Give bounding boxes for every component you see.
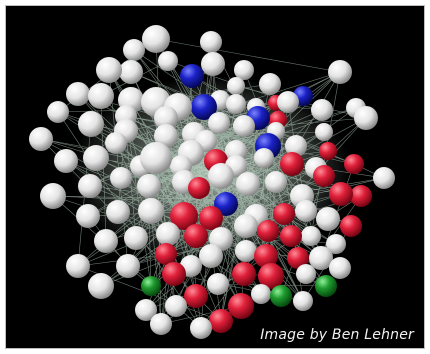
- white-node: [316, 207, 340, 231]
- red-node: [209, 309, 233, 333]
- red-node: [273, 203, 295, 225]
- white-node: [233, 115, 255, 137]
- white-node: [208, 112, 230, 134]
- white-node: [265, 171, 287, 193]
- image-credit: Image by Ben Lehner: [260, 327, 414, 343]
- white-node: [315, 123, 333, 141]
- white-node: [207, 273, 229, 295]
- red-node: [170, 202, 198, 230]
- red-node: [184, 224, 208, 248]
- red-node: [257, 220, 279, 242]
- white-node: [54, 149, 78, 173]
- white-node: [88, 83, 114, 109]
- white-node: [295, 200, 317, 222]
- white-node: [301, 226, 321, 246]
- red-node: [258, 263, 284, 289]
- red-node: [313, 165, 335, 187]
- red-node: [155, 243, 177, 265]
- white-node: [296, 264, 316, 284]
- white-node: [78, 111, 104, 137]
- node-layer: [29, 25, 395, 339]
- white-node: [328, 60, 352, 84]
- white-node: [29, 127, 53, 151]
- red-node: [228, 293, 254, 319]
- network-visualization: [29, 25, 395, 339]
- white-node: [138, 198, 164, 224]
- white-node: [154, 106, 178, 130]
- white-node: [47, 101, 69, 123]
- white-node: [66, 82, 90, 106]
- white-node: [236, 172, 260, 196]
- white-node: [137, 174, 161, 198]
- white-node: [165, 295, 187, 317]
- blue-node: [180, 64, 204, 88]
- white-node: [227, 77, 245, 95]
- red-node: [232, 262, 256, 286]
- white-node: [106, 200, 130, 224]
- white-node: [116, 254, 140, 278]
- white-node: [259, 73, 281, 95]
- network-image: Image by Ben Lehner: [5, 5, 425, 349]
- white-node: [285, 135, 307, 157]
- white-node: [135, 299, 157, 321]
- white-node: [96, 57, 122, 83]
- red-node: [254, 244, 278, 268]
- red-node: [199, 206, 223, 230]
- white-node: [329, 257, 351, 279]
- white-node: [254, 148, 274, 168]
- white-node: [83, 145, 109, 171]
- white-node: [201, 52, 225, 76]
- red-node: [340, 215, 362, 237]
- white-node: [226, 94, 246, 114]
- white-node: [158, 51, 178, 71]
- white-node: [373, 167, 395, 189]
- white-node: [78, 174, 102, 198]
- white-node: [293, 291, 313, 311]
- white-node: [150, 313, 172, 335]
- white-node: [140, 142, 172, 174]
- white-node: [190, 317, 212, 339]
- red-node: [280, 152, 304, 176]
- blue-node: [191, 94, 217, 120]
- white-node: [277, 91, 299, 113]
- white-node: [235, 240, 257, 262]
- white-node: [142, 25, 170, 53]
- green-node: [141, 276, 161, 296]
- white-node: [326, 234, 346, 254]
- red-node: [350, 185, 372, 207]
- white-node: [124, 226, 148, 250]
- green-node: [270, 285, 292, 307]
- green-node: [315, 275, 337, 297]
- white-node: [311, 99, 333, 121]
- red-node: [287, 247, 309, 269]
- white-node: [119, 60, 143, 84]
- white-node: [76, 204, 100, 228]
- white-node: [199, 244, 223, 268]
- white-node: [105, 132, 127, 154]
- white-node: [234, 60, 254, 80]
- white-node: [88, 273, 114, 299]
- white-node: [234, 214, 258, 238]
- white-node: [94, 229, 118, 253]
- white-node: [354, 106, 378, 130]
- white-node: [110, 167, 132, 189]
- red-node: [280, 225, 302, 247]
- white-node: [309, 246, 333, 270]
- red-node: [188, 177, 210, 199]
- red-node: [184, 284, 208, 308]
- white-node: [123, 39, 145, 61]
- white-node: [251, 284, 271, 304]
- white-node: [156, 222, 180, 246]
- red-node: [344, 154, 364, 174]
- red-node: [319, 142, 337, 160]
- white-node: [40, 183, 66, 209]
- red-node: [329, 182, 353, 206]
- blue-node: [214, 192, 238, 216]
- white-node: [200, 31, 222, 53]
- white-node: [208, 163, 234, 189]
- white-node: [66, 254, 90, 278]
- white-node: [154, 124, 178, 148]
- red-node: [162, 262, 186, 286]
